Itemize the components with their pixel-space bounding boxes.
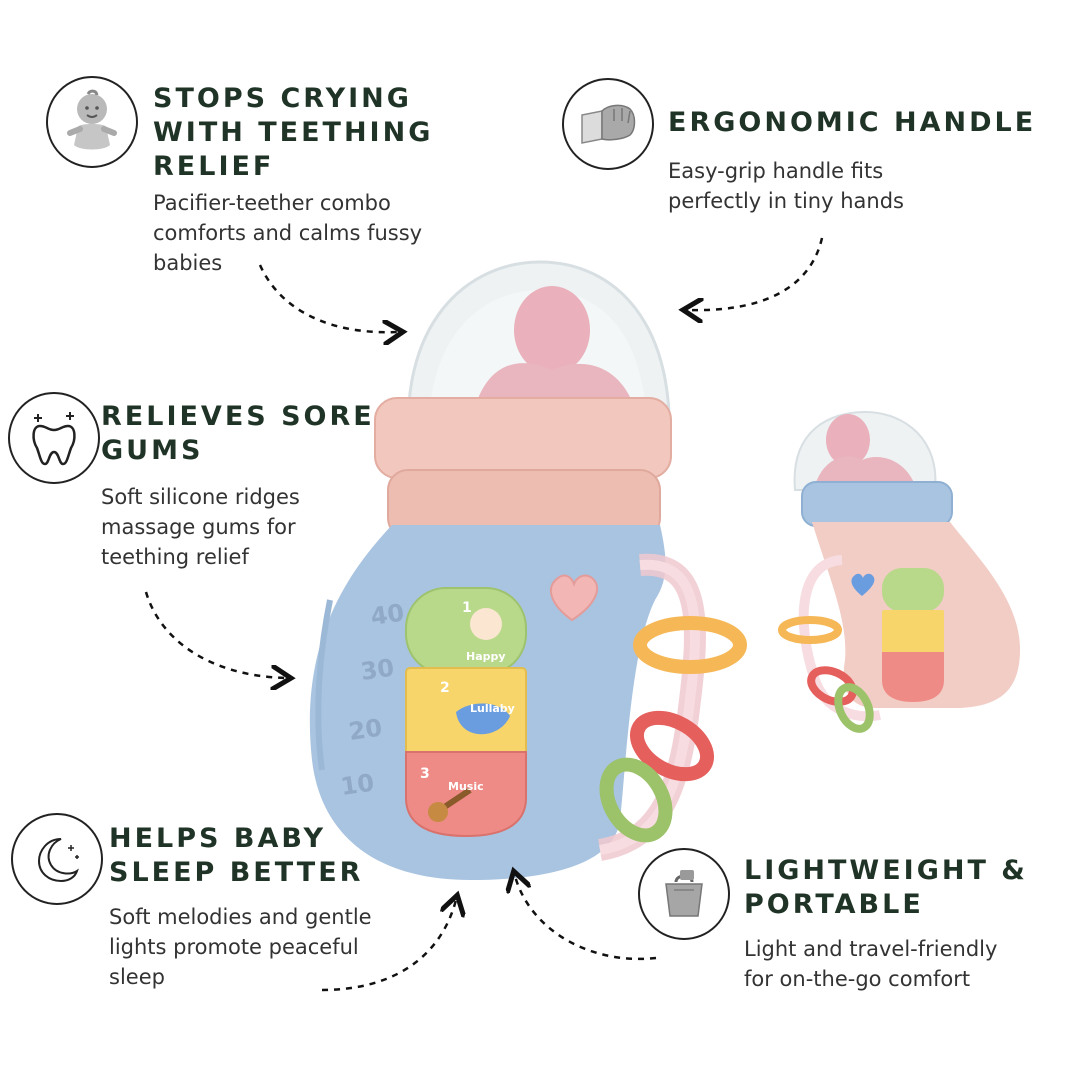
feature-gums-desc: Soft silicone ridges massage gums for te… [101, 485, 300, 569]
main-teether [309, 260, 747, 880]
feature-handle: ERGONOMIC HANDLE Easy-grip handle fits p… [668, 106, 1068, 216]
feature-crying-desc: Pacifier-teether combo comforts and calm… [153, 191, 423, 275]
tooth-icon [8, 392, 100, 484]
feature-sleep-desc: Soft melodies and gentle lights promote … [109, 905, 372, 989]
feature-sleep: HELPS BABY SLEEP BETTER Soft melodies an… [109, 822, 429, 992]
feature-handle-desc: Easy-grip handle fits perfectly in tiny … [668, 159, 904, 213]
feature-portable: LIGHTWEIGHT & PORTABLE Light and travel-… [744, 854, 1074, 994]
feature-portable-desc: Light and travel-friendly for on-the-go … [744, 937, 998, 991]
feature-sleep-title: HELPS BABY SLEEP BETTER [109, 823, 364, 888]
baby-icon [46, 76, 138, 168]
feature-gums: RELIEVES SORE GUMS Soft silicone ridges … [101, 400, 401, 572]
feature-handle-title: ERGONOMIC HANDLE [668, 107, 1037, 138]
feature-gums-title: RELIEVES SORE GUMS [101, 401, 375, 466]
feature-crying-title: STOPS CRYING WITH TEETHING RELIEF [153, 83, 434, 182]
small-teether [778, 410, 1020, 733]
moon-icon [11, 813, 103, 905]
feature-crying: STOPS CRYING WITH TEETHING RELIEF Pacifi… [153, 82, 473, 278]
feature-portable-title: LIGHTWEIGHT & PORTABLE [744, 855, 1028, 920]
fist-icon [562, 78, 654, 170]
bag-icon [638, 848, 730, 940]
